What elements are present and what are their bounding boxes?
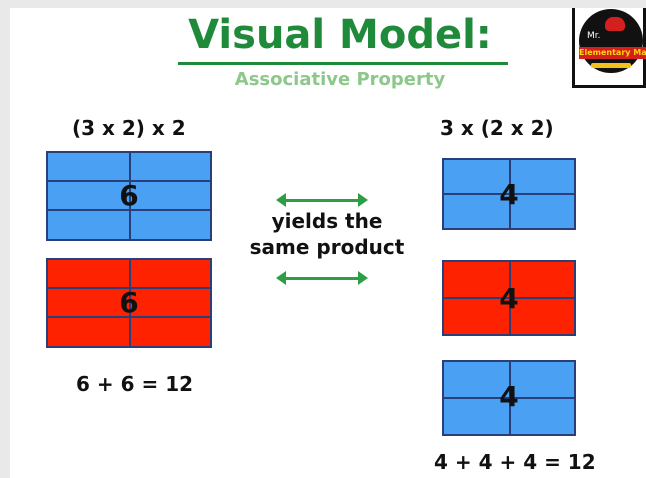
title-underline [178, 62, 508, 65]
left-block-2-label: 6 [119, 286, 139, 319]
grid-col-line [129, 260, 131, 346]
right-block-2: 4 [442, 260, 576, 336]
pencil-icon [591, 63, 631, 68]
logo-disc: Mr. Elementary Math [579, 9, 646, 73]
grid-col-line [509, 160, 511, 228]
right-block-2-label: 4 [499, 282, 519, 315]
right-expression: 3 x (2 x 2) [440, 116, 554, 140]
logo-text-brand: Elementary Math [579, 47, 646, 59]
left-block-2: 6 [46, 258, 212, 348]
left-block-1: 6 [46, 151, 212, 241]
left-expression: (3 x 2) x 2 [72, 116, 186, 140]
logo-mascot-icon [605, 17, 625, 31]
slide-title: Visual Model: [188, 12, 492, 58]
logo-text-mr: Mr. [587, 31, 601, 41]
brand-logo: Mr. Elementary Math [572, 8, 646, 88]
right-block-1: 4 [442, 158, 576, 230]
left-block-1-label: 6 [119, 179, 139, 212]
right-equation: 4 + 4 + 4 = 12 [434, 450, 596, 474]
slide-subtitle: Associative Property [234, 69, 446, 90]
right-block-3: 4 [442, 360, 576, 436]
yields-line-2: same product [249, 235, 405, 259]
yields-line-1: yields the [271, 209, 383, 233]
yields-text: yields the same product [232, 208, 422, 260]
grid-col-line [129, 153, 131, 239]
left-equation: 6 + 6 = 12 [76, 372, 194, 396]
right-block-1-label: 4 [499, 178, 519, 211]
right-block-3-label: 4 [499, 380, 519, 413]
grid-col-line [509, 262, 511, 334]
double-arrow-icon [276, 193, 368, 207]
grid-col-line [509, 362, 511, 434]
slide: Visual Model: Associative Property Mr. E… [10, 8, 646, 478]
double-arrow-icon [276, 271, 368, 285]
